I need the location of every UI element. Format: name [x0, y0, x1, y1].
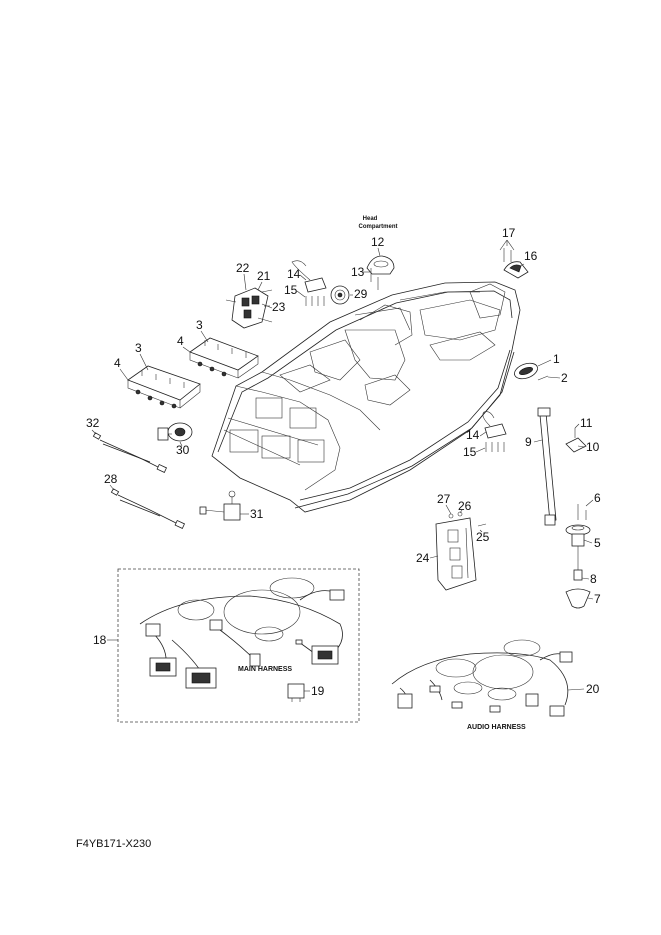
part-30: 30 [176, 443, 190, 457]
part-25: 25 [476, 530, 490, 544]
part-13: 13 [351, 265, 365, 279]
cable-32 [92, 432, 168, 473]
part-7: 7 [594, 592, 601, 606]
part-5: 5 [594, 536, 601, 550]
tray-right [189, 337, 259, 379]
part-17: 17 [502, 226, 516, 240]
part-29: 29 [354, 287, 368, 301]
part-9: 9 [525, 435, 532, 449]
main-harness-box: MAIN HARNESS [117, 568, 360, 723]
switch-bracket-assembly [225, 287, 273, 329]
part-16: 16 [524, 249, 538, 263]
vent-1 [514, 362, 549, 381]
part-26: 26 [458, 499, 472, 513]
antenna-9 [537, 407, 557, 526]
part-24: 24 [416, 551, 430, 565]
main-harness-label: MAIN HARNESS [238, 666, 292, 673]
horn-29 [330, 285, 350, 305]
cap-7 [565, 588, 591, 609]
diagram-code: F4YB171-X230 [76, 838, 151, 850]
part-27: 27 [437, 492, 451, 506]
part-28: 28 [104, 472, 118, 486]
bow-light-assembly [499, 239, 529, 279]
part-23: 23 [272, 300, 286, 314]
part-11: 11 [580, 416, 593, 430]
part-6: 6 [594, 491, 601, 505]
part-4b: 4 [177, 334, 184, 348]
courtesy-light-upper [291, 260, 327, 306]
part-1: 1 [553, 352, 560, 366]
part-22: 22 [236, 261, 250, 275]
part-20: 20 [586, 682, 600, 696]
audio-harness: AUDIO HARNESS [391, 639, 573, 731]
head-compartment-light: Head Compartment [358, 216, 398, 290]
part-31: 31 [250, 507, 264, 521]
part-12: 12 [371, 235, 385, 249]
boat-hull [211, 281, 521, 513]
part-21: 21 [257, 269, 271, 283]
part-2: 2 [561, 371, 568, 385]
courtesy-light-lower [482, 411, 507, 452]
tray-left [127, 365, 201, 409]
socket-30 [157, 422, 193, 442]
panel-24 [435, 517, 477, 591]
part-4a: 4 [114, 356, 121, 370]
part-15a: 15 [284, 283, 298, 297]
fuel-fill-assembly [565, 504, 591, 581]
head-label-line2: Compartment [358, 224, 397, 230]
part-10: 10 [586, 440, 600, 454]
part-32: 32 [86, 416, 100, 430]
connector-31 [199, 490, 241, 521]
head-label-line1: Head [363, 216, 378, 222]
part-14b: 14 [466, 428, 480, 442]
part-3a: 3 [135, 341, 142, 355]
part-19: 19 [311, 684, 325, 698]
part-14a: 14 [287, 267, 301, 281]
cable-28 [110, 488, 186, 529]
fasteners-25-27 [448, 511, 487, 527]
part-15b: 15 [463, 445, 477, 459]
part-18: 18 [93, 633, 107, 647]
part-8: 8 [590, 572, 597, 586]
mount-10 [565, 428, 587, 453]
audio-harness-label: AUDIO HARNESS [467, 724, 526, 731]
part-callouts: 1 2 3 3 4 4 5 6 7 8 9 10 11 12 13 14 14 … [86, 226, 601, 698]
part-3b: 3 [196, 318, 203, 332]
